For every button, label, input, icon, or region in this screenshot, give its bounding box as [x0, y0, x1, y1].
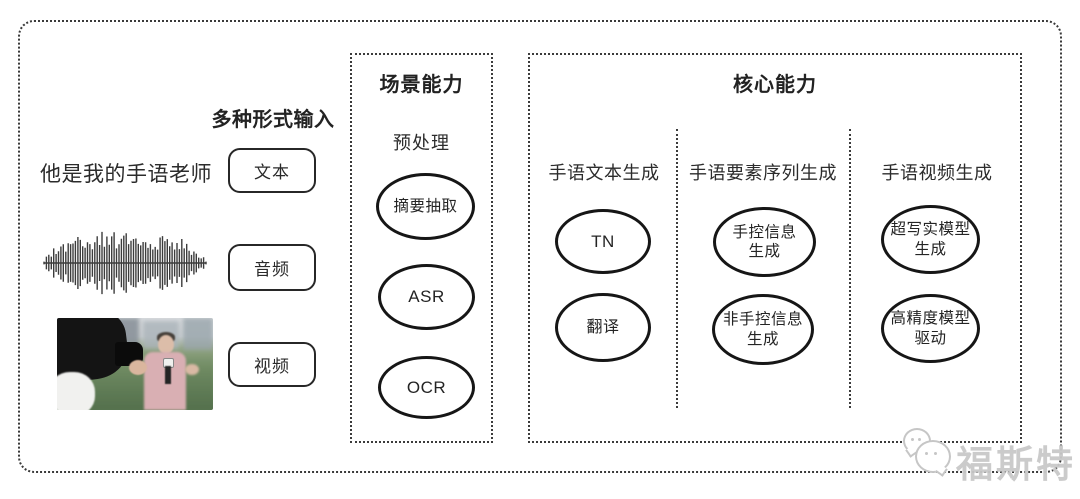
- input-type-video-label: 视频: [254, 357, 290, 376]
- node-translation: 翻译: [555, 293, 651, 362]
- node-hyperrealistic-model-generation: 超写实模型 生成: [881, 205, 980, 274]
- node-non-manual-info-generation: 非手控信息 生成: [712, 294, 814, 365]
- core-capability-panel: 核心能力 手语文本生成 手语要素序列生成 手语视频生成 TN 翻译 手控信息 生…: [528, 53, 1022, 443]
- node-label: 翻译: [586, 318, 620, 336]
- node-tn: TN: [555, 209, 651, 274]
- node-label: 超写实模型 生成: [890, 221, 971, 258]
- photo-cameraman-hand: [129, 360, 147, 375]
- photo-reporter-hand: [185, 364, 199, 375]
- photo-cameraman-shoulder: [57, 372, 95, 410]
- chat-bubble-big: [915, 440, 951, 477]
- node-label: OCR: [406, 377, 447, 397]
- input-type-audio-label: 音频: [254, 260, 290, 279]
- node-label: 高精度模型 驱动: [890, 310, 971, 347]
- photo-reporter-head: [158, 335, 174, 354]
- scene-panel-subtitle: 预处理: [393, 133, 450, 153]
- node-ocr: OCR: [378, 356, 475, 419]
- node-summary-extraction: 摘要抽取: [376, 173, 475, 240]
- input-type-video-box: 视频: [228, 342, 316, 387]
- photo-building: [183, 318, 213, 350]
- core-panel-title: 核心能力: [733, 74, 817, 96]
- photo-microphone: [165, 366, 171, 384]
- chat-bubbles-icon: [901, 426, 957, 482]
- node-high-precision-model-driving: 高精度模型 驱动: [881, 294, 980, 363]
- column-divider: [676, 129, 678, 408]
- column-header-element-sequence-generation: 手语要素序列生成: [689, 163, 837, 183]
- input-type-text-box: 文本: [228, 148, 316, 193]
- input-type-text-label: 文本: [254, 163, 290, 182]
- node-label: TN: [591, 231, 615, 251]
- node-label: 摘要抽取: [393, 197, 458, 215]
- scene-panel-title: 场景能力: [379, 74, 464, 96]
- column-divider: [849, 129, 851, 408]
- input-type-audio-box: 音频: [228, 244, 316, 291]
- node-manual-info-generation: 手控信息 生成: [713, 207, 816, 277]
- node-label: 手控信息 生成: [732, 223, 797, 260]
- sample-sentence-text: 他是我的手语老师: [40, 163, 212, 186]
- outer-dotted-border: [18, 20, 1062, 473]
- scene-capability-panel: 场景能力 预处理 摘要抽取 ASR OCR: [350, 53, 493, 443]
- node-label: 非手控信息 生成: [722, 311, 803, 348]
- watermark-text: 福斯特: [956, 444, 1076, 485]
- audio-waveform-icon: [43, 231, 207, 295]
- reporter-video-thumbnail: [57, 318, 213, 410]
- column-header-video-generation: 手语视频生成: [881, 163, 993, 183]
- node-label: ASR: [408, 287, 445, 307]
- input-section-heading: 多种形式输入: [211, 109, 335, 131]
- node-asr: ASR: [378, 264, 475, 330]
- column-header-text-generation: 手语文本生成: [548, 163, 660, 183]
